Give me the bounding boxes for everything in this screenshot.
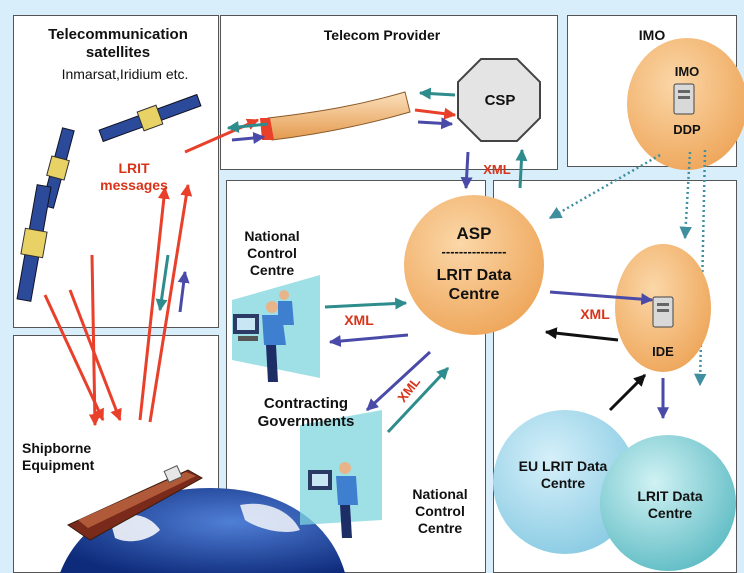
- csp-asp-arrows: [460, 148, 528, 190]
- ide-datacentre-arrows: [608, 373, 669, 420]
- csp-label: CSP: [484, 92, 516, 109]
- telecom-provider-title: Telecom Provider: [323, 27, 441, 43]
- asp-node: [404, 195, 544, 335]
- csp-node: [457, 58, 541, 142]
- lrit-data-centre-label: LRIT Data Centre: [637, 488, 703, 521]
- ide-label: IDE: [652, 344, 674, 359]
- imo-node-label: IMO: [674, 64, 700, 79]
- contracting-governments-label: Contracting Governments: [257, 395, 355, 430]
- contracting-arrows: [365, 350, 450, 434]
- imo-panel-title: IMO: [638, 27, 666, 43]
- shipborne-title: Shipborne Equipment: [22, 440, 95, 473]
- asp-ide-arrows: [544, 290, 654, 342]
- ncc-top-label: National Control Centre: [244, 228, 300, 278]
- satellite-icon: [98, 93, 202, 143]
- cable-arrows: [226, 87, 457, 144]
- satellites-title: Telecommunication satellites: [48, 26, 188, 61]
- relay-arrows: [155, 254, 190, 313]
- xml-ide-label: XML: [580, 306, 610, 322]
- lrit-messages-label: LRIT messages: [100, 160, 168, 193]
- ddp-node-label: DDP: [673, 122, 701, 137]
- asp-divider: ---------------: [441, 244, 507, 259]
- operator-workstation-icon: [233, 290, 294, 382]
- lrit-data-centre-node: [600, 435, 736, 571]
- asp-title: ASP: [456, 224, 492, 243]
- satellites-subtitle: Inmarsat,Iridium etc.: [61, 66, 189, 82]
- ncc-asp-arrows: [324, 297, 409, 348]
- eu-lrit-node: [493, 410, 637, 554]
- server-icon: [652, 296, 674, 328]
- telecom-cable-icon: [260, 91, 411, 141]
- xml-ncc-label: XML: [344, 312, 374, 328]
- asp-subtitle: LRIT Data Centre: [436, 267, 512, 304]
- ship-icon: [66, 465, 204, 541]
- ncc-bottom-label: National Control Centre: [412, 486, 468, 536]
- server-icon: [673, 83, 695, 115]
- xml-csp-label: XML: [483, 162, 511, 177]
- satellite-icon: [16, 184, 52, 302]
- operator-workstation-icon: [308, 462, 358, 538]
- eu-lrit-label: EU LRIT Data Centre: [518, 458, 608, 491]
